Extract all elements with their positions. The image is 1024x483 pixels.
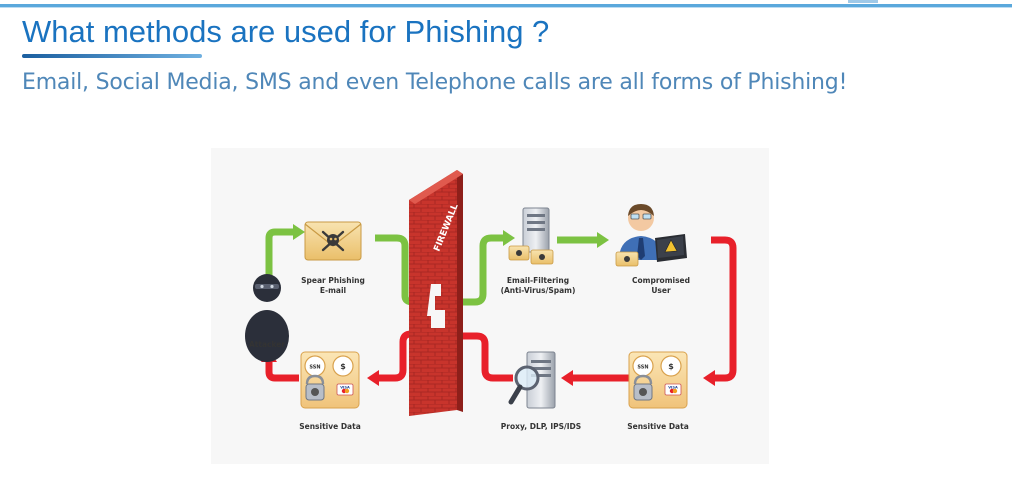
compromised-user-label-line2: User xyxy=(651,286,671,295)
sensitive-data-left-label: Sensitive Data xyxy=(299,422,361,431)
phishing-flow-diagram: FIREWALL xyxy=(211,148,769,464)
diagram-canvas: FIREWALL xyxy=(245,170,737,416)
phishing-email-envelope-icon xyxy=(304,221,362,261)
email-filtering-label-line2: (Anti-Virus/Spam) xyxy=(500,286,576,295)
email-filtering-label: Email-Filtering (Anti-Virus/Spam) xyxy=(493,276,583,296)
proxy-dlp-label: Proxy, DLP, IPS/IDS xyxy=(500,422,582,431)
dollar-badge-right: $ xyxy=(668,362,674,371)
corner-mark xyxy=(848,0,878,3)
ssn-badge-left: SSN xyxy=(309,365,320,371)
compromised-user-label-line1: Compromised xyxy=(632,276,690,285)
email-filtering-server-icon xyxy=(508,207,554,265)
sensitive-data-right-label: Sensitive Data xyxy=(627,422,689,431)
attacker-icon xyxy=(245,274,289,362)
attacker-label: Attacker xyxy=(248,340,286,349)
title-underline xyxy=(22,54,202,58)
visa-card-right: VISA xyxy=(668,386,678,390)
spear-phishing-label-line2: E-mail xyxy=(319,286,347,295)
compromised-user-icon xyxy=(615,204,687,267)
ssn-badge-right: SSN xyxy=(637,365,648,371)
top-rule xyxy=(0,4,1012,7)
proxy-dlp-ips-ids-server-icon xyxy=(508,351,556,409)
top-rule-light xyxy=(0,7,1012,8)
slide-title: What methods are used for Phishing ? xyxy=(22,14,550,49)
inbound-green-heads xyxy=(293,224,609,248)
firewall xyxy=(409,170,463,416)
dollar-badge-left: $ xyxy=(340,362,346,371)
sensitive-data-left-icon xyxy=(300,351,360,409)
compromised-user-label: Compromised User xyxy=(621,276,701,296)
spear-phishing-label-line1: Spear Phishing xyxy=(301,276,365,285)
visa-card-left: VISA xyxy=(340,386,350,390)
spear-phishing-label: Spear Phishing E-mail xyxy=(293,276,373,296)
slide-subtitle: Email, Social Media, SMS and even Teleph… xyxy=(22,70,848,95)
sensitive-data-right-icon xyxy=(628,351,688,409)
email-filtering-label-line1: Email-Filtering xyxy=(506,276,570,285)
